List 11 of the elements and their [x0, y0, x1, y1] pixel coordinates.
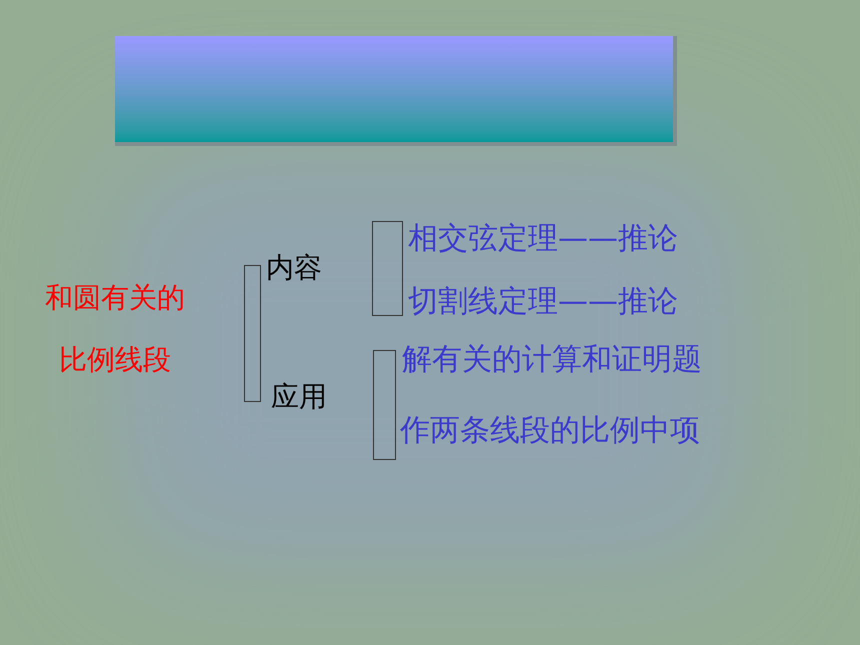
label-text: 切割线定理——推论: [408, 283, 679, 321]
bracket: [244, 265, 261, 402]
bracket: [372, 221, 403, 316]
title-banner: [115, 36, 677, 146]
label-text: 应用: [271, 379, 328, 415]
label-text: 和圆有关的比例线段: [44, 280, 186, 378]
label-text: 解有关的计算和证明题: [402, 341, 703, 379]
bracket: [373, 350, 396, 460]
label-text: 内容: [266, 250, 323, 286]
label-text: 相交弦定理——推论: [408, 220, 679, 258]
label-text: 作两条线段的比例中项: [400, 412, 701, 450]
